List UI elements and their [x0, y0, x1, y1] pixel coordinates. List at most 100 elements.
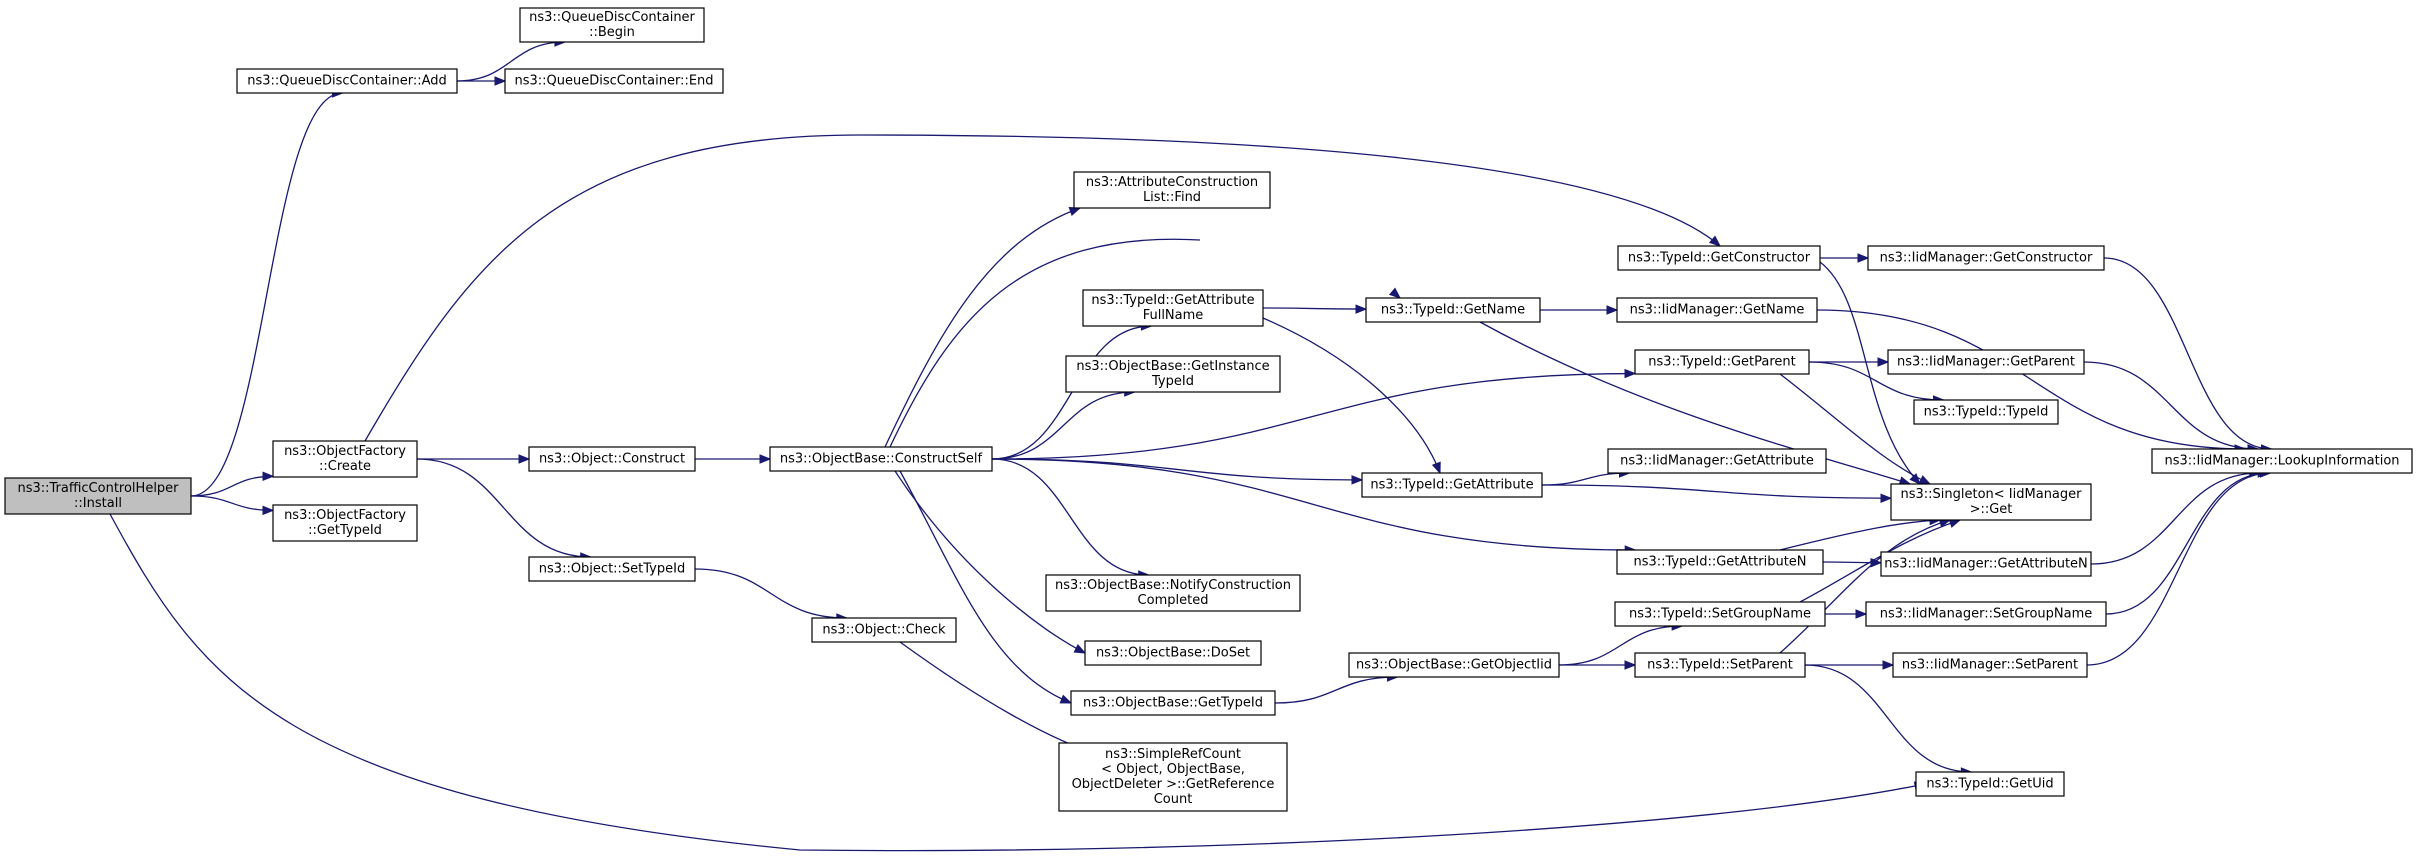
edge-qdcAdd-to-qdcEnd	[457, 76, 507, 86]
node-objConstruct[interactable]: ns3::Object::Construct	[528, 446, 696, 472]
node-qdcBegin[interactable]: ns3::QueueDiscContainer::Begin	[519, 7, 705, 43]
edge-arrowhead	[1431, 461, 1441, 475]
edge-line	[694, 568, 847, 619]
node-iidGetAttribute[interactable]: ns3::IidManager::GetAttribute	[1607, 448, 1827, 474]
node-iidGetAttributeN[interactable]: ns3::IidManager::GetAttributeN	[1880, 551, 2092, 577]
node-obNotify[interactable]: ns3::ObjectBase::NotifyConstructionCompl…	[1045, 574, 1301, 612]
node-iidGetParent[interactable]: ns3::IidManager::GetParent	[1887, 349, 2085, 375]
node-box	[1890, 483, 2092, 521]
node-obGetObjectIid[interactable]: ns3::ObjectBase::GetObjectIid	[1348, 652, 1560, 678]
node-obConstructSelf[interactable]: ns3::ObjectBase::ConstructSelf	[769, 446, 993, 472]
node-singletonGet[interactable]: ns3::Singleton< IidManager>::Get	[1890, 483, 2092, 521]
node-iidLookup[interactable]: ns3::IidManager::LookupInformation	[2151, 448, 2413, 474]
node-label: ::Begin	[589, 25, 635, 40]
node-objCheck[interactable]: ns3::Object::Check	[811, 617, 957, 643]
edge-line	[884, 207, 1081, 448]
edge-arrowhead	[262, 505, 275, 516]
edge-root-to-ofCreate	[190, 471, 275, 497]
node-tidGetConstructor[interactable]: ns3::TypeId::GetConstructor	[1617, 245, 1821, 271]
node-label: >::Get	[1970, 502, 2013, 517]
node-box	[1913, 399, 2059, 425]
node-label: ns3::TypeId::SetParent	[1647, 658, 1793, 673]
node-root[interactable]: ns3::TrafficControlHelper::Install	[4, 477, 192, 515]
edge-root-to-qdcAdd	[190, 88, 344, 497]
edge-tidSetParent-to-singletonGet	[1779, 518, 1952, 654]
edge-line	[1779, 519, 1941, 551]
node-box	[1616, 297, 1818, 323]
node-box	[1348, 652, 1560, 678]
node-box	[1365, 297, 1541, 323]
edge-tidSetGroupName-to-iidSetGroupName	[1824, 609, 1868, 619]
node-tidSetParent[interactable]: ns3::TypeId::SetParent	[1634, 652, 1806, 678]
edge-arrowhead	[1355, 304, 1368, 314]
node-label: ns3::TypeId::GetUid	[1926, 777, 2053, 792]
node-box	[1887, 349, 2085, 375]
node-label: List::Find	[1143, 190, 1201, 205]
node-tidTypeId[interactable]: ns3::TypeId::TypeId	[1913, 399, 2059, 425]
edge-obConstructSelf-to-tidGetName	[889, 238, 1402, 448]
edge-tidSetParent-to-iidSetParent	[1805, 660, 1895, 670]
node-tidGetUid[interactable]: ns3::TypeId::GetUid	[1915, 771, 2065, 797]
edge-line	[2086, 472, 2271, 666]
node-tidGetAttributeN[interactable]: ns3::TypeId::GetAttributeN	[1616, 549, 1824, 575]
node-box	[528, 446, 696, 472]
edge-line	[991, 391, 1135, 460]
edge-line	[1804, 664, 1972, 773]
node-iidSetGroupName[interactable]: ns3::IidManager::SetGroupName	[1865, 601, 2107, 627]
node-label: ns3::Object::SetTypeId	[539, 562, 685, 577]
node-box	[272, 504, 418, 542]
edge-line	[190, 495, 274, 512]
node-box	[272, 440, 418, 478]
node-label: ::Install	[74, 496, 122, 511]
node-ofCreate[interactable]: ns3::ObjectFactory::Create	[272, 440, 418, 478]
node-iidSetParent[interactable]: ns3::IidManager::SetParent	[1892, 652, 2088, 678]
node-label: ObjectDeleter >::GetReference	[1072, 777, 1275, 792]
edge-obConstructSelf-to-obDoSet	[894, 470, 1087, 654]
node-iidGetConstructor[interactable]: ns3::IidManager::GetConstructor	[1867, 245, 2105, 271]
node-objSetTypeId[interactable]: ns3::Object::SetTypeId	[528, 556, 696, 582]
edge-line	[991, 458, 1363, 481]
node-box	[1634, 349, 1810, 375]
node-qdcEnd[interactable]: ns3::QueueDiscContainer::End	[504, 68, 724, 94]
node-obGetTypeId[interactable]: ns3::ObjectBase::GetTypeId	[1070, 690, 1276, 716]
node-tidSetGroupName[interactable]: ns3::TypeId::SetGroupName	[1614, 601, 1826, 627]
node-iidGetName[interactable]: ns3::IidManager::GetName	[1616, 297, 1818, 323]
node-tidGetName[interactable]: ns3::TypeId::GetName	[1365, 297, 1541, 323]
node-obDoSet[interactable]: ns3::ObjectBase::DoSet	[1084, 640, 1262, 666]
node-box	[1361, 472, 1543, 498]
node-tidGetParent[interactable]: ns3::TypeId::GetParent	[1634, 349, 1810, 375]
edge-tidGetName-to-iidGetName	[1540, 305, 1619, 315]
edge-obConstructSelf-to-obGetTypeId	[899, 470, 1073, 704]
node-label: ns3::ObjectBase::NotifyConstruction	[1055, 578, 1291, 593]
edge-ofCreate-to-objConstruct	[417, 454, 531, 464]
edge-iidSetParent-to-iidLookup	[2086, 468, 2272, 666]
edge-line	[2105, 472, 2269, 615]
edge-arrowhead	[1351, 475, 1364, 485]
node-srcGetRef[interactable]: ns3::SimpleRefCount< Object, ObjectBase,…	[1058, 742, 1288, 812]
node-tidGetAttribute[interactable]: ns3::TypeId::GetAttribute	[1361, 472, 1543, 498]
node-ofGetTypeId[interactable]: ns3::ObjectFactory::GetTypeId	[272, 504, 418, 542]
edge-objSetTypeId-to-objCheck	[694, 568, 849, 623]
node-label: Completed	[1138, 593, 1209, 608]
edge-line	[190, 475, 274, 497]
node-qdcAdd[interactable]: ns3::QueueDiscContainer::Add	[236, 68, 458, 94]
node-box	[1892, 652, 2088, 678]
node-label: ns3::QueueDiscContainer	[529, 10, 695, 25]
edge-line	[1262, 307, 1367, 310]
edge-line	[456, 41, 565, 82]
edge-tidGetName-to-singletonGet	[1479, 321, 1912, 486]
edge-arrowhead	[759, 454, 772, 464]
node-box	[1082, 289, 1264, 327]
node-label: ns3::IidManager::GetConstructor	[1880, 251, 2093, 266]
edge-obConstructSelf-to-obNotify	[991, 458, 1151, 580]
node-label: ns3::ObjectBase::ConstructSelf	[780, 452, 983, 467]
node-label: ns3::ObjectFactory	[284, 444, 406, 459]
edge-ofCreate-to-objSetTypeId	[416, 458, 593, 562]
edge-obConstructSelf-to-tidGetAttribute	[991, 458, 1364, 485]
edge-line	[991, 458, 1636, 551]
edge-line	[2103, 257, 2272, 450]
